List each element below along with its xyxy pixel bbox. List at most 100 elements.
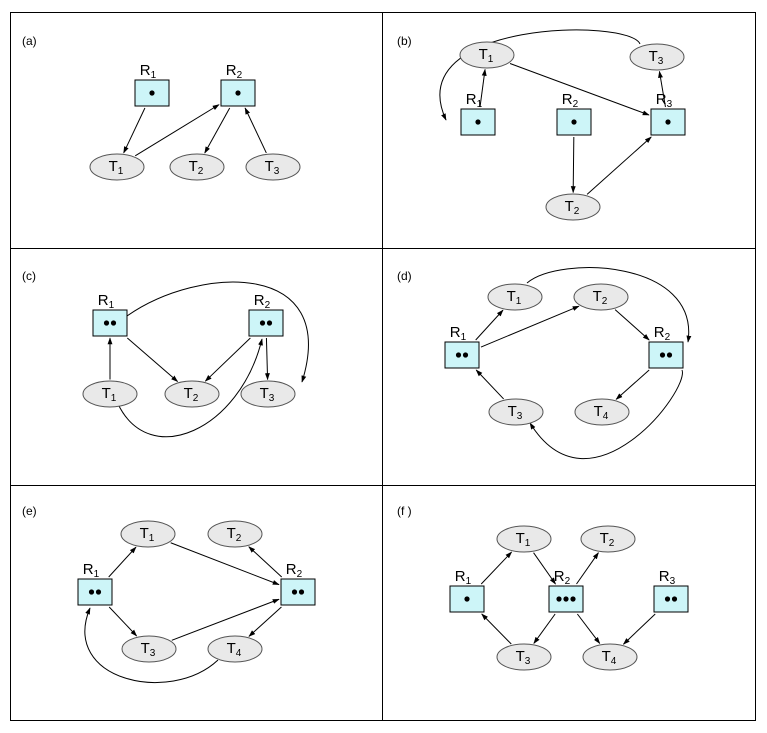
instance-dot — [571, 119, 577, 125]
instance-dot — [659, 352, 666, 358]
resource-label: R1 — [98, 292, 115, 311]
thread-d-t1: T1 — [487, 283, 543, 311]
thread-c-t3: T3 — [240, 380, 296, 408]
thread-label: T3 — [260, 385, 275, 404]
thread-a-t1: T1 — [89, 153, 145, 181]
edge-d-r1-to-d-t1 — [475, 309, 504, 341]
thread-ellipse — [207, 520, 263, 548]
thread-b-t3: T3 — [629, 43, 685, 71]
thread-ellipse — [582, 643, 638, 671]
panel-label: (c) — [22, 269, 36, 283]
resource-label: R2 — [654, 324, 671, 343]
edge-c-r2-to-c-t3 — [264, 337, 270, 381]
resource-f-r2: R2 — [548, 568, 584, 613]
panel-label: (e) — [22, 504, 37, 518]
thread-b-t2: T2 — [545, 193, 601, 221]
panel-label: (a) — [22, 34, 37, 48]
resource-label: R1 — [455, 568, 472, 587]
edge-f-r2-to-f-t2 — [576, 552, 599, 585]
thread-ellipse — [580, 525, 636, 553]
instance-dot — [475, 119, 481, 125]
resource-box — [444, 341, 480, 369]
instance-dot — [259, 320, 266, 326]
instance-dot — [291, 589, 298, 595]
thread-ellipse — [496, 525, 552, 553]
resource-f-r1: R1 — [449, 568, 485, 613]
edge-c-r1-to-c-t3 — [126, 281, 309, 383]
edge-c-r1-to-c-t2 — [126, 337, 179, 382]
thread-label: T1 — [479, 46, 494, 65]
instance-dot — [95, 589, 102, 595]
instance-dot — [671, 596, 678, 602]
edges-layer — [84, 29, 692, 683]
edge-d-r1-to-d-t2 — [480, 305, 580, 348]
thread-label: T2 — [593, 288, 608, 307]
thread-ellipse — [574, 398, 630, 426]
thread-ellipse — [496, 643, 552, 671]
instance-dot — [266, 320, 273, 326]
edge-d-t1-to-d-r2 — [526, 267, 692, 343]
resource-c-r2: R2 — [248, 292, 284, 337]
resource-label: R3 — [656, 91, 673, 110]
resource-box — [648, 341, 684, 369]
edge-b-t2-to-b-r3 — [586, 136, 652, 195]
resource-box — [280, 578, 316, 606]
resource-b-r3: R3 — [650, 91, 686, 136]
edge-b-r2-to-b-t2 — [570, 136, 576, 194]
thread-f-t2: T2 — [580, 525, 636, 553]
edge-f-t1-to-f-r2 — [533, 552, 556, 585]
thread-f-t4: T4 — [582, 643, 638, 671]
instance-dot — [298, 589, 305, 595]
thread-label: T2 — [189, 158, 204, 177]
thread-label: T4 — [594, 403, 609, 422]
instance-dot — [110, 320, 117, 326]
edge-d-t3-to-d-r1 — [475, 369, 504, 400]
thread-ellipse — [629, 43, 685, 71]
thread-label: T2 — [600, 530, 615, 549]
thread-ellipse — [164, 380, 220, 408]
thread-ellipse — [82, 380, 138, 408]
resource-label: R1 — [83, 561, 100, 580]
thread-c-t1: T1 — [82, 380, 138, 408]
thread-ellipse — [207, 635, 263, 663]
edge-b-t1-to-b-r3 — [509, 63, 650, 116]
panel-labels: (a)(b)(c)(d)(e)(f ) — [22, 34, 412, 518]
edge-e-r2-to-e-t4 — [248, 606, 282, 637]
thread-ellipse — [573, 283, 629, 311]
panel-grid — [10, 12, 756, 721]
thread-e-t3: T3 — [121, 635, 177, 663]
edge-e-t4-to-e-r1 — [84, 607, 219, 683]
resource-label: R1 — [450, 324, 467, 343]
resource-d-r2: R2 — [648, 324, 684, 369]
resource-box — [92, 309, 128, 337]
resource-box — [248, 309, 284, 337]
thread-ellipse — [487, 283, 543, 311]
resource-b-r2: R2 — [556, 91, 592, 136]
thread-ellipse — [169, 153, 225, 181]
resource-e-r2: R2 — [280, 561, 316, 606]
edge-c-r2-to-c-t2 — [204, 337, 251, 382]
edge-b-t3-to-b-r1 — [439, 29, 641, 121]
thread-label: T1 — [109, 158, 124, 177]
thread-label: T3 — [649, 48, 664, 67]
resource-label: R3 — [659, 568, 676, 587]
panel-label: (b) — [397, 34, 412, 48]
thread-e-t1: T1 — [120, 520, 176, 548]
thread-b-t1: T1 — [459, 41, 515, 69]
thread-ellipse — [89, 153, 145, 181]
thread-a-t3: T3 — [245, 153, 301, 181]
resource-label: R2 — [254, 292, 271, 311]
resource-c-r1: R1 — [92, 292, 128, 337]
thread-label: T1 — [507, 288, 522, 307]
edge-f-r2-to-f-t4 — [576, 613, 601, 645]
thread-d-t2: T2 — [573, 283, 629, 311]
edge-d-r2-to-d-t4 — [615, 369, 650, 400]
thread-label: T3 — [141, 640, 156, 659]
thread-label: T1 — [516, 530, 531, 549]
thread-a-t2: T2 — [169, 153, 225, 181]
thread-ellipse — [245, 153, 301, 181]
thread-d-t4: T4 — [574, 398, 630, 426]
instance-dot — [665, 119, 671, 125]
